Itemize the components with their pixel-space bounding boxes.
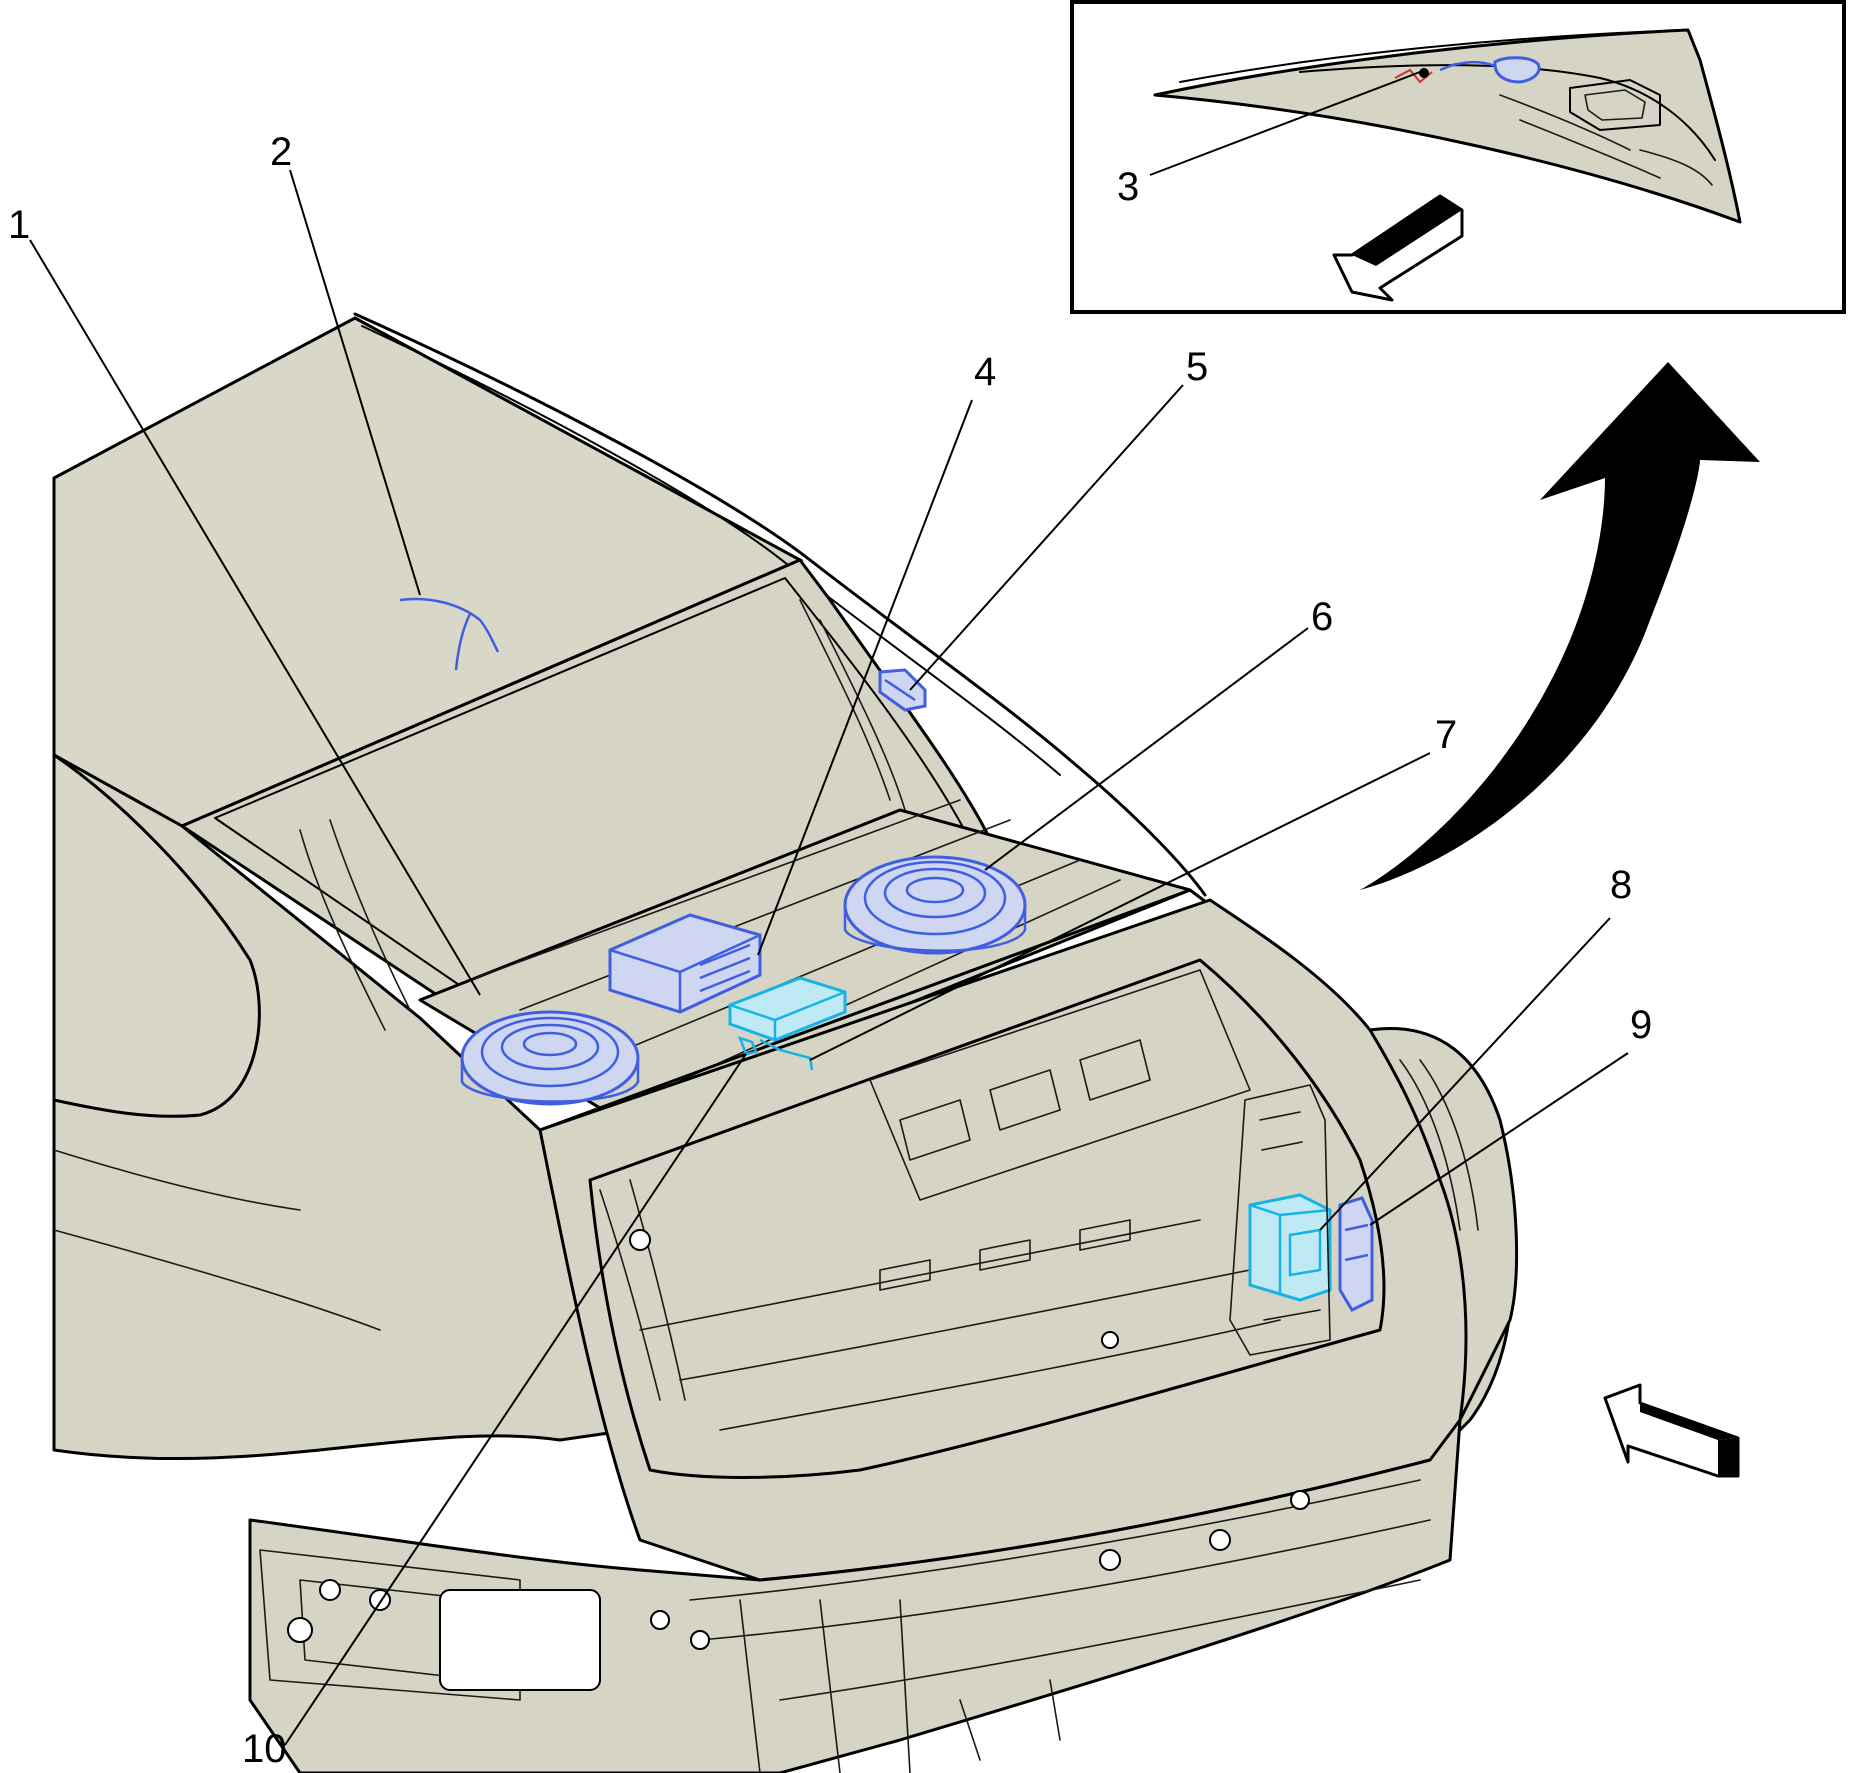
view-direction-arrow-icon: [1603, 1383, 1740, 1478]
trunk-seat-back-cutouts: [899, 1039, 1151, 1161]
roof-rail: [353, 312, 1207, 897]
component-9-module: [1338, 1196, 1374, 1312]
callout-5: 5: [1186, 345, 1208, 389]
callout-6: 6: [1311, 595, 1333, 639]
inset-roof-edge: [1179, 29, 1689, 83]
callout-3: 3: [1117, 165, 1139, 209]
callout-8: 8: [1610, 863, 1632, 907]
lower-structure-members: [739, 1599, 1061, 1773]
inset-detail-view: [1070, 0, 1846, 314]
view-direction-arrow-icon: [1332, 194, 1464, 302]
rear-corner-detail: [1399, 1059, 1479, 1231]
inset-trim-lines: [1499, 94, 1713, 186]
leader-8: [1319, 917, 1611, 1231]
component-8-module: [1248, 1193, 1332, 1302]
inset-fastener: [1419, 68, 1429, 78]
package-shelf-ribs: [469, 799, 1121, 1091]
module-bracket: [1229, 1084, 1331, 1356]
body-holes: [287, 1229, 1310, 1650]
trunk-floor-ribs: [639, 1219, 1281, 1431]
curved-arrow-icon: [1360, 362, 1760, 890]
trunk-seat-back-panel: [869, 969, 1251, 1201]
callout-1: 1: [8, 203, 30, 247]
inset-bracket-inner: [1584, 89, 1646, 121]
lower-left-opening: [439, 1589, 601, 1691]
callout-2: 2: [270, 130, 292, 174]
trunk-inner-wall-left: [599, 1179, 686, 1401]
callout-9: 9: [1630, 1003, 1652, 1047]
component-10-connector: [737, 1035, 758, 1056]
rear-corner-panel: [1368, 1027, 1519, 1422]
inset-rear-window-edge: [1299, 64, 1716, 161]
vehicle-body: [52, 312, 1519, 1773]
component-1-left-speaker: [460, 1010, 640, 1106]
c-pillar-left: [299, 819, 411, 1031]
component-5-module: [878, 668, 927, 712]
leader-7: [809, 752, 1431, 1061]
callout-10: 10: [242, 1727, 287, 1771]
leader-3: [1149, 71, 1421, 176]
leader-10: [284, 1053, 747, 1746]
leader-4: [757, 399, 973, 956]
component-4-amplifier: [608, 913, 762, 1014]
leader-5: [909, 384, 1184, 691]
component-2-antenna-cable: [399, 597, 500, 671]
inset-bracket: [1569, 79, 1661, 131]
trunk-interior: [588, 958, 1386, 1479]
leader-2: [289, 169, 421, 596]
trunk-floor-cutouts: [879, 1219, 1131, 1291]
callout-4: 4: [974, 350, 996, 394]
inset-roof-panel: [1153, 28, 1742, 224]
component-7-module: [728, 976, 847, 1071]
component-6-right-speaker: [843, 855, 1027, 955]
leader-lines: [29, 71, 1629, 1746]
callout-7: 7: [1435, 713, 1457, 757]
quarter-window: [52, 752, 261, 1118]
leader-1: [29, 239, 481, 996]
inset-component: [1439, 56, 1541, 84]
leader-9: [1369, 1052, 1629, 1226]
quarter-panel-crease: [53, 1149, 381, 1331]
leader-6: [984, 627, 1309, 871]
callout-labels: 1 2 3 4 5 6 7 8 9 10: [8, 130, 1652, 1771]
